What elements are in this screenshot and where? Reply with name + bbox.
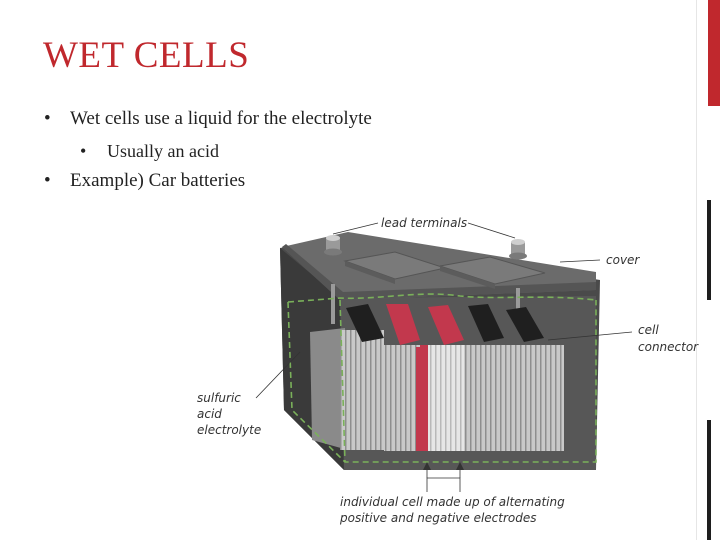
lead-terminal <box>509 239 527 260</box>
electrode-plates <box>310 304 564 451</box>
label-sulfuric-acid: sulfuric <box>197 391 241 405</box>
electrolyte-edge <box>339 299 346 463</box>
slide-edge-line <box>696 0 697 540</box>
lead-terminal <box>324 235 342 256</box>
label-cover: cover <box>606 253 640 267</box>
label-sulfuric-acid: acid <box>197 407 222 421</box>
leader-line <box>332 222 379 235</box>
edge-mark <box>707 420 711 540</box>
bullet-glyph: • <box>44 170 51 191</box>
label-individual-cell: positive and negative electrodes <box>339 511 537 525</box>
bullet-text: Wet cells use a liquid for the electroly… <box>70 108 372 129</box>
bullet-glyph: • <box>44 108 51 129</box>
slide-title: WET CELLS <box>43 35 250 76</box>
label-individual-cell: individual cell made up of alternating <box>340 495 565 509</box>
label-lead-terminals: lead terminals <box>381 216 467 230</box>
sub-bullet-item: • Usually an acid <box>80 141 219 162</box>
vent-panel-side <box>345 261 395 284</box>
leader-line <box>547 331 633 341</box>
leader-line <box>467 222 516 239</box>
cover-edge <box>282 244 596 300</box>
bullet-glyph: • <box>80 141 87 161</box>
electrolyte-level <box>287 293 597 303</box>
label-cell-connector: cell <box>638 323 659 337</box>
label-electrolyte: electrolyte <box>197 423 261 437</box>
leader-line <box>559 259 601 263</box>
leader-line <box>255 351 301 399</box>
bullet-text: Usually an acid <box>107 141 219 161</box>
vent-panel-side <box>440 266 495 289</box>
bullet-text: Example) Car batteries <box>70 170 246 191</box>
terminal-post <box>516 288 520 328</box>
edge-mark <box>707 200 711 300</box>
label-cell-connector: connector <box>638 340 699 354</box>
cell-arrows <box>423 462 464 492</box>
accent-bar <box>708 0 720 106</box>
terminal-post <box>331 284 335 324</box>
bullet-item: • Example) Car batteries <box>44 170 245 192</box>
bullet-item: • Wet cells use a liquid for the electrol… <box>44 108 372 130</box>
